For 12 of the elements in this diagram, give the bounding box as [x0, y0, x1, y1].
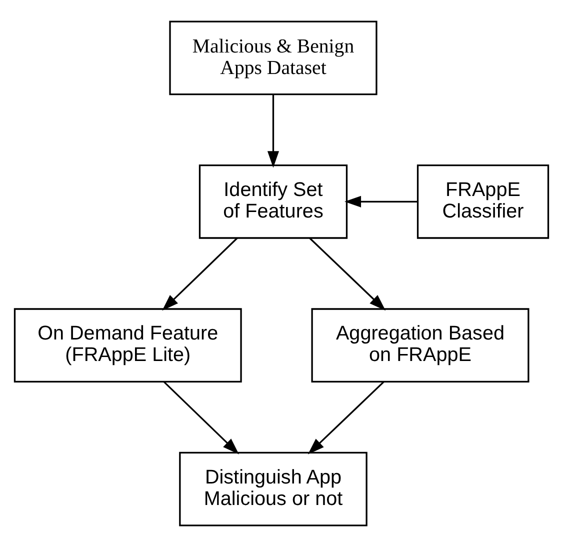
node-box: Identify Set of Features — [198, 164, 348, 239]
arrow — [267, 94, 280, 168]
node-box: Malicious & Benign Apps Dataset — [169, 20, 378, 96]
arrow — [163, 381, 240, 454]
arrow — [344, 196, 418, 208]
arrow — [308, 381, 384, 454]
arrow — [309, 237, 386, 311]
node-box: Distinguish App Malicious or not — [179, 452, 368, 526]
node-box: FRAppE Classifier — [416, 164, 550, 239]
arrow — [162, 237, 238, 311]
node-box: Aggregation Based on FRAppE — [311, 308, 530, 383]
node-box: On Demand Feature (FRAppE Lite) — [14, 308, 242, 383]
